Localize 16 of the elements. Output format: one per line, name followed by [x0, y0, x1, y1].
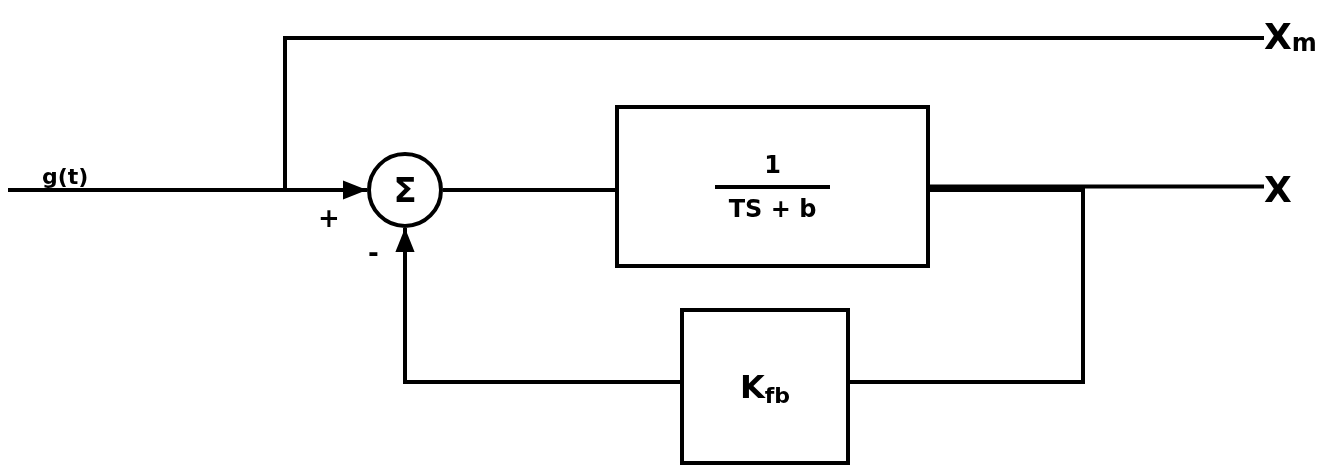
gain-label: K$_{fb}$ — [739, 370, 791, 403]
sign-label: + — [318, 205, 340, 231]
signal-arrow — [8, 180, 367, 200]
signal-line — [443, 188, 615, 192]
signal-line — [930, 184, 1264, 189]
output-label: X — [1264, 170, 1300, 210]
feedback-gain-block — [680, 308, 850, 465]
sigma-symbol: Σ — [393, 173, 417, 207]
numerator: 1 — [764, 152, 781, 177]
signal-line — [850, 188, 1085, 384]
signal-line — [283, 36, 1264, 190]
sign-label: - — [368, 240, 379, 266]
denominator: TS + b — [728, 196, 817, 221]
transfer-function-block — [615, 105, 930, 268]
signal-arrow — [395, 228, 680, 384]
output-label: X$_{m}$ — [1264, 14, 1324, 60]
